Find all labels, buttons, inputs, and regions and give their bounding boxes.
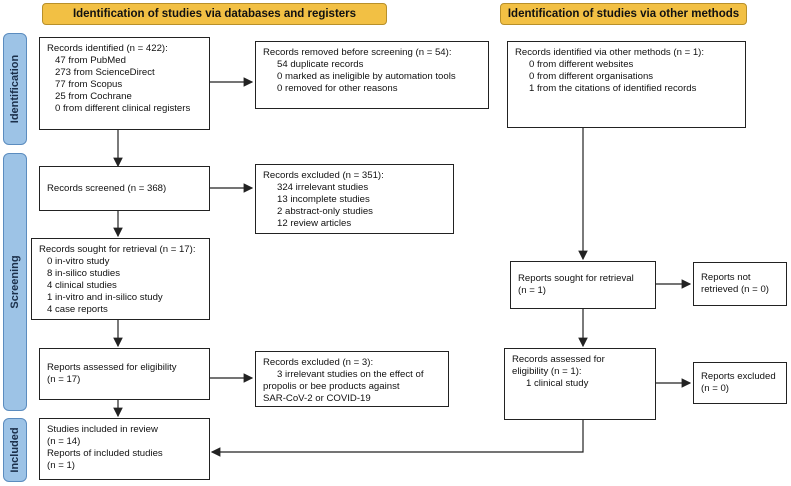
list-item: 12 review articles xyxy=(277,218,352,229)
not-retrieved-line2: retrieved (n = 0) xyxy=(701,284,769,295)
sought-retrieval-box: Records sought for retrieval (n = 17): 0… xyxy=(31,238,210,320)
other-assessed-line1: Records assessed for xyxy=(512,354,605,365)
list-item: 0 in-vitro study xyxy=(47,256,110,267)
records-identified-box: Records identified (n = 422): 47 from Pu… xyxy=(39,37,210,130)
other-sought-line2: (n = 1) xyxy=(518,285,546,296)
records-screened-title: Records screened (n = 368) xyxy=(47,182,167,194)
other-sought-box: Reports sought for retrieval (n = 1) xyxy=(510,261,656,309)
list-item: 54 duplicate records xyxy=(277,59,364,70)
list-item: SAR-CoV-2 or COVID-19 xyxy=(263,393,371,404)
assessed-line2: (n = 17) xyxy=(47,374,81,385)
list-item: 4 clinical studies xyxy=(47,280,117,291)
other-identified-title: Records identified via other methods (n … xyxy=(515,47,705,58)
other-excluded-line2: (n = 0) xyxy=(701,383,729,394)
records-screened-box: Records screened (n = 368) xyxy=(39,166,210,211)
list-item: 4 case reports xyxy=(47,304,108,315)
included-line1: Studies included in review xyxy=(47,424,158,435)
list-item: 1 from the citations of identified recor… xyxy=(529,83,697,94)
records-excluded-eligibility-box: Records excluded (n = 3): 3 irrelevant s… xyxy=(255,351,449,407)
not-retrieved-box: Reports not retrieved (n = 0) xyxy=(693,262,787,306)
list-item: 273 from ScienceDirect xyxy=(55,67,155,78)
sought-retrieval-title: Records sought for retrieval (n = 17): xyxy=(39,244,196,255)
other-assessed-line3: 1 clinical study xyxy=(526,378,589,389)
list-item: 0 removed for other reasons xyxy=(277,83,398,94)
assessed-line1: Reports assessed for eligibility xyxy=(47,362,177,373)
other-assessed-line2: eligibility (n = 1): xyxy=(512,366,582,377)
included-line2: (n = 14) xyxy=(47,436,81,447)
list-item: 3 irrelevant studies on the effect of xyxy=(277,369,424,380)
phase-included: Included xyxy=(3,418,27,482)
not-retrieved-line1: Reports not xyxy=(701,272,751,283)
list-item: 0 from different organisations xyxy=(529,71,654,82)
list-item: 0 from different websites xyxy=(529,59,634,70)
assessed-box: Reports assessed for eligibility (n = 17… xyxy=(39,348,210,400)
list-item: 13 incomplete studies xyxy=(277,194,370,205)
list-item: 1 in-vitro and in-silico study xyxy=(47,292,163,303)
included-box: Studies included in review (n = 14) Repo… xyxy=(39,418,210,480)
arrow-other-assessed-to-included xyxy=(210,420,584,457)
records-removed-box: Records removed before screening (n = 54… xyxy=(255,41,489,109)
list-item: propolis or bee products against xyxy=(263,381,400,392)
records-excluded-eligibility-title: Records excluded (n = 3): xyxy=(263,357,374,368)
list-item: 47 from PubMed xyxy=(55,55,126,66)
included-line4: (n = 1) xyxy=(47,460,75,471)
header-databases: Identification of studies via databases … xyxy=(42,3,387,25)
other-assessed-box: Records assessed for eligibility (n = 1)… xyxy=(504,348,656,420)
list-item: 324 irrelevant studies xyxy=(277,182,369,193)
list-item: 25 from Cochrane xyxy=(55,91,132,102)
records-excluded-title: Records excluded (n = 351): xyxy=(263,170,384,181)
records-identified-title: Records identified (n = 422): xyxy=(47,43,168,54)
records-removed-title: Records removed before screening (n = 54… xyxy=(263,47,452,58)
other-excluded-line1: Reports excluded xyxy=(701,371,776,382)
header-other-methods: Identification of studies via other meth… xyxy=(500,3,747,25)
included-line3: Reports of included studies xyxy=(47,448,163,459)
list-item: 8 in-silico studies xyxy=(47,268,121,279)
phase-identification: Identification xyxy=(3,33,27,145)
list-item: 0 marked as ineligible by automation too… xyxy=(277,71,456,82)
list-item: 77 from Scopus xyxy=(55,79,123,90)
list-item: 2 abstract-only studies xyxy=(277,206,373,217)
other-excluded-box: Reports excluded (n = 0) xyxy=(693,362,787,404)
other-identified-box: Records identified via other methods (n … xyxy=(507,41,746,128)
phase-screening: Screening xyxy=(3,153,27,411)
records-excluded-box: Records excluded (n = 351): 324 irreleva… xyxy=(255,164,454,234)
list-item: 0 from different clinical registers xyxy=(55,103,191,114)
other-sought-line1: Reports sought for retrieval xyxy=(518,273,634,284)
